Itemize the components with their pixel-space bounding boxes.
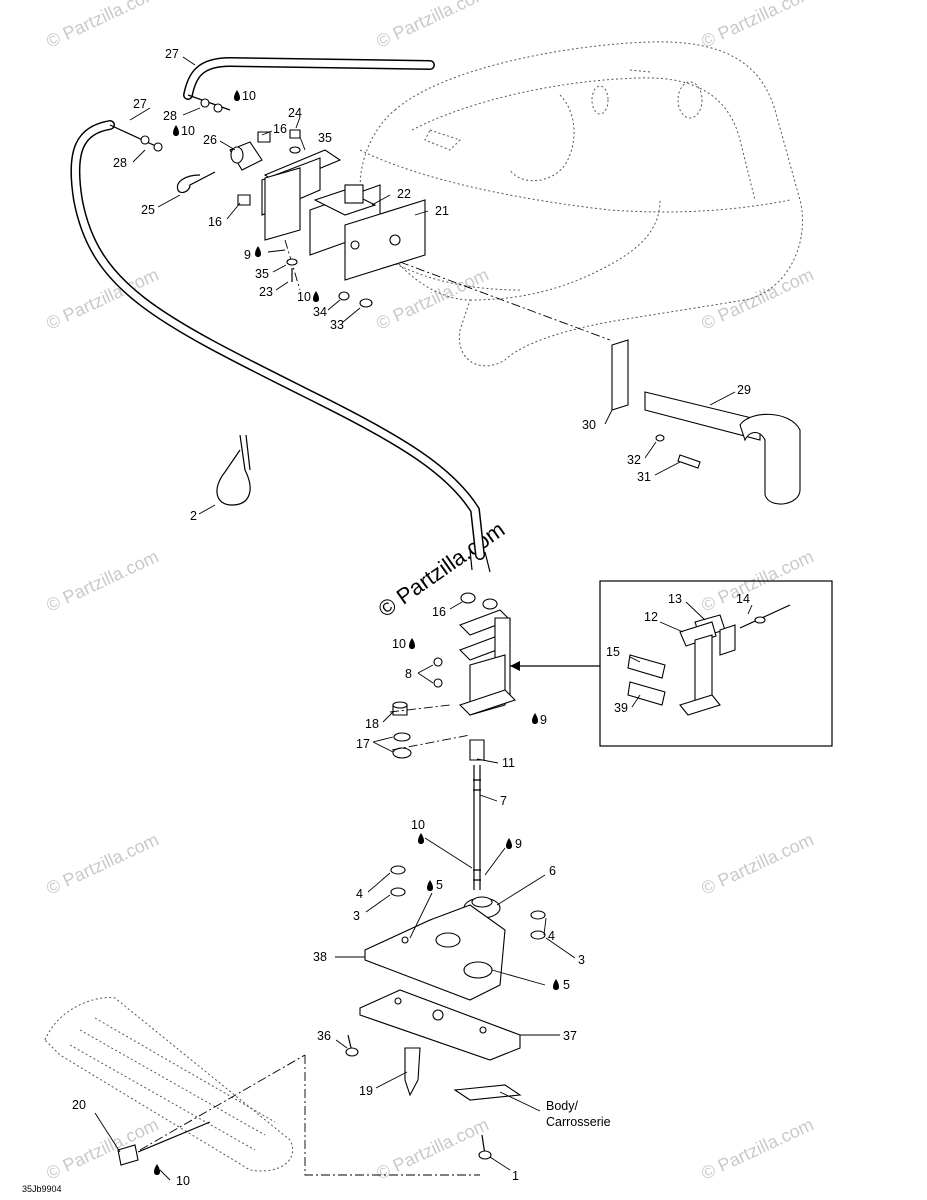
callout-32: 32 bbox=[627, 453, 641, 467]
inset-detail-box bbox=[510, 580, 833, 747]
callout-30: 30 bbox=[582, 418, 596, 432]
grease-drop-icon bbox=[427, 880, 433, 891]
grease-drop-icon bbox=[506, 838, 512, 849]
grease-drop-icon bbox=[418, 833, 424, 844]
callout-10: 10 bbox=[297, 290, 311, 304]
watermark-text: © Partzilla.com bbox=[698, 0, 816, 52]
callout-23: 23 bbox=[259, 285, 273, 299]
callout-1: 1 bbox=[512, 1169, 519, 1183]
body-label-line2: Carrosserie bbox=[546, 1115, 611, 1129]
grease-drop-icon bbox=[409, 638, 415, 649]
callout-16: 16 bbox=[432, 605, 446, 619]
watermark-text: © Partzilla.com bbox=[43, 546, 161, 615]
upper-bracket-assembly bbox=[261, 149, 611, 341]
callout-24: 24 bbox=[288, 106, 302, 120]
callout-6: 6 bbox=[549, 864, 556, 878]
callout-17: 17 bbox=[356, 737, 370, 751]
rod-assembly bbox=[389, 701, 485, 890]
callout-11: 11 bbox=[502, 756, 515, 770]
grease-drop-icon bbox=[553, 979, 559, 990]
callout-9: 9 bbox=[515, 837, 522, 851]
callout-35: 35 bbox=[318, 131, 332, 145]
cable-tie bbox=[216, 434, 251, 506]
base-assembly bbox=[345, 865, 546, 1061]
callout-5: 5 bbox=[563, 978, 570, 992]
callout-22: 22 bbox=[397, 187, 411, 201]
throttle-cables bbox=[70, 56, 491, 573]
callout-2: 2 bbox=[190, 509, 197, 523]
callout-9: 9 bbox=[244, 248, 251, 262]
watermark-text: © Partzilla.com bbox=[43, 829, 161, 898]
watermark-text: © Partzilla.com bbox=[373, 1114, 491, 1183]
grease-drop-icon bbox=[313, 291, 319, 302]
callout-8: 8 bbox=[405, 667, 412, 681]
callout-27: 27 bbox=[165, 47, 179, 61]
callout-27: 27 bbox=[133, 97, 147, 111]
watermark-text: © Partzilla.com bbox=[698, 264, 816, 333]
callout-19: 19 bbox=[359, 1084, 373, 1098]
callout-18: 18 bbox=[365, 717, 379, 731]
grease-drop-icon bbox=[154, 1164, 160, 1175]
callout-26: 26 bbox=[203, 133, 217, 147]
grease-drop-icon bbox=[173, 125, 179, 136]
callout-28: 28 bbox=[163, 109, 177, 123]
callout-29: 29 bbox=[737, 383, 751, 397]
callout-9: 9 bbox=[540, 713, 547, 727]
handle-assembly bbox=[611, 339, 801, 505]
callout-10: 10 bbox=[392, 637, 406, 651]
watermark-text: © Partzilla.com bbox=[373, 264, 491, 333]
callout-10: 10 bbox=[181, 124, 195, 138]
callout-labels: 27 27 10 10 28 28 24 35 26 16 22 21 25 1… bbox=[22, 47, 751, 1194]
watermark-text: © Partzilla.com bbox=[698, 829, 816, 898]
leader-lines bbox=[94, 56, 753, 1181]
callout-12: 12 bbox=[644, 610, 658, 624]
callout-16: 16 bbox=[208, 215, 222, 229]
diagram-code: 35Jb9904 bbox=[22, 1184, 62, 1194]
callout-10: 10 bbox=[176, 1174, 190, 1188]
upper-small-parts bbox=[176, 129, 373, 308]
callout-36: 36 bbox=[317, 1029, 331, 1043]
callout-3: 3 bbox=[578, 953, 585, 967]
watermark-text: © Partzilla.com bbox=[698, 1114, 816, 1183]
watermark-text: © Partzilla.com bbox=[373, 0, 491, 52]
middle-bracket bbox=[433, 592, 517, 716]
callout-4: 4 bbox=[548, 929, 555, 943]
callout-14: 14 bbox=[736, 592, 750, 606]
lower-parts bbox=[44, 997, 522, 1176]
callout-31: 31 bbox=[637, 470, 651, 484]
body-label-line1: Body/ bbox=[546, 1099, 578, 1113]
callout-38: 38 bbox=[313, 950, 327, 964]
callout-7: 7 bbox=[500, 794, 507, 808]
callout-3: 3 bbox=[353, 909, 360, 923]
callout-25: 25 bbox=[141, 203, 155, 217]
callout-10: 10 bbox=[242, 89, 256, 103]
callout-35: 35 bbox=[255, 267, 269, 281]
callout-10: 10 bbox=[411, 818, 425, 832]
callout-15: 15 bbox=[606, 645, 620, 659]
callout-28: 28 bbox=[113, 156, 127, 170]
callout-21: 21 bbox=[435, 204, 449, 218]
grease-drop-icon bbox=[532, 713, 538, 724]
grease-drop-icons bbox=[154, 90, 559, 1175]
callout-34: 34 bbox=[313, 305, 327, 319]
callout-20: 20 bbox=[72, 1098, 86, 1112]
callout-16: 16 bbox=[273, 122, 287, 136]
watermark-text: © Partzilla.com bbox=[43, 0, 161, 52]
callout-13: 13 bbox=[668, 592, 682, 606]
callout-5: 5 bbox=[436, 878, 443, 892]
callout-37: 37 bbox=[563, 1029, 577, 1043]
grease-drop-icon bbox=[255, 246, 261, 257]
grease-drop-icon bbox=[234, 90, 240, 101]
callout-4: 4 bbox=[356, 887, 363, 901]
callout-33: 33 bbox=[330, 318, 344, 332]
callout-39: 39 bbox=[614, 701, 628, 715]
